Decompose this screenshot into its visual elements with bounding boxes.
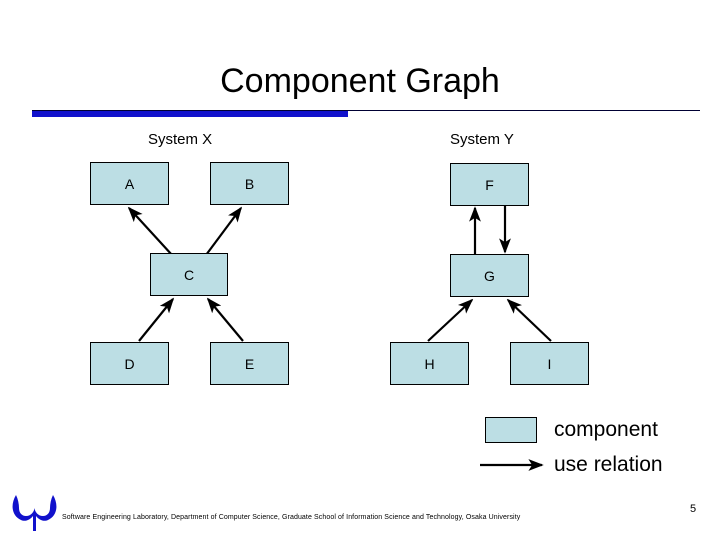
component-label-e: E <box>244 355 255 372</box>
component-node-d[interactable]: D <box>90 342 169 385</box>
group-label-system-y: System Y <box>450 131 514 148</box>
edge-d-to-c <box>138 297 175 342</box>
component-label-a: A <box>124 175 135 192</box>
edge-c-to-a <box>127 206 173 256</box>
legend-relation-arrow <box>480 459 544 471</box>
component-label-g: G <box>484 267 495 284</box>
title-rule-accent <box>32 111 348 117</box>
component-node-e[interactable]: E <box>210 342 289 385</box>
component-label-c: C <box>183 266 195 283</box>
component-label-i: I <box>547 355 552 372</box>
edge-e-to-c <box>206 297 244 342</box>
osaka-university-logo-icon <box>12 495 57 531</box>
component-node-a[interactable]: A <box>90 162 169 205</box>
component-label-b: B <box>244 175 255 192</box>
edge-c-to-b <box>205 206 243 256</box>
component-node-i[interactable]: I <box>510 342 589 385</box>
component-node-g[interactable]: G <box>450 254 529 297</box>
legend-component-label: component <box>554 418 658 441</box>
title-rule-thin <box>32 110 700 111</box>
page-number: 5 <box>690 503 697 515</box>
component-label-f: F <box>485 176 494 193</box>
component-label-d: D <box>124 355 135 372</box>
edge-i-to-g <box>506 298 552 342</box>
legend-component-swatch <box>485 417 537 443</box>
group-label-system-x: System X <box>148 131 213 148</box>
page-title: Component Graph <box>220 62 500 100</box>
legend-relation-label: use relation <box>554 453 663 476</box>
component-node-f[interactable]: F <box>450 163 529 206</box>
footer-affiliation: Software Engineering Laboratory, Departm… <box>62 514 521 521</box>
component-label-h: H <box>424 355 435 372</box>
component-node-h[interactable]: H <box>390 342 469 385</box>
component-node-b[interactable]: B <box>210 162 289 205</box>
component-node-c[interactable]: C <box>150 253 228 296</box>
edge-h-to-g <box>427 298 474 342</box>
